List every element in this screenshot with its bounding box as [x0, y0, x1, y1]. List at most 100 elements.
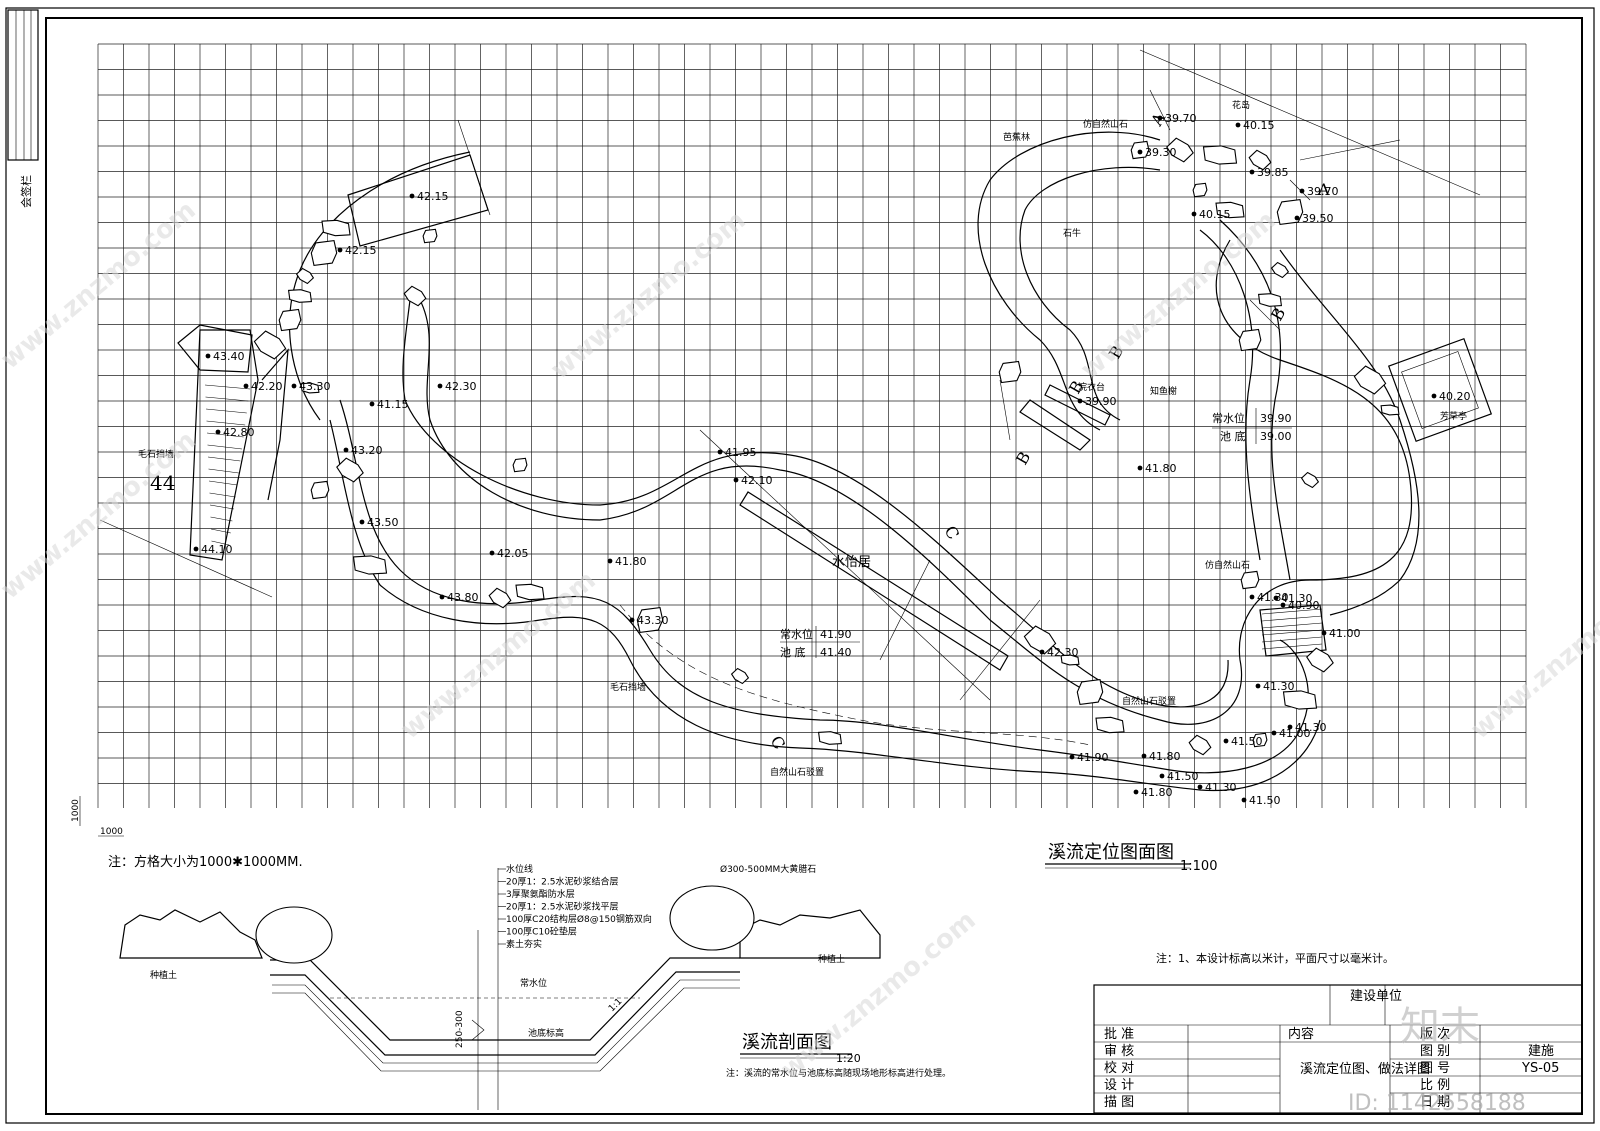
elevation-marker: 41.50 [1223, 735, 1263, 748]
svg-text:常水位: 常水位 [1212, 411, 1245, 425]
elevation-point [1137, 149, 1143, 155]
elevation-value: 39.70 [1307, 185, 1339, 198]
elevation-marker: 41.80 [1141, 750, 1181, 763]
rock [1166, 137, 1194, 163]
elevation-point [337, 247, 343, 253]
elevation-point [717, 449, 723, 455]
rock [1060, 654, 1080, 666]
elevation-marker: 43.30 [291, 380, 331, 393]
elevation-marker: 42.05 [489, 547, 529, 560]
elevation-marker: 42.30 [1039, 646, 1079, 659]
elevation-marker: 41.30 [1273, 592, 1313, 605]
elevation-point [1431, 393, 1437, 399]
boulder-right [669, 885, 755, 951]
title-block-row-label: 设 计 [1104, 1078, 1134, 1093]
elevation-point [1137, 465, 1143, 471]
rock [488, 587, 512, 609]
label-flower-island: 花岛 [1232, 99, 1250, 111]
elevation-value: 43.30 [637, 614, 669, 627]
elevation-value: 39.50 [1302, 212, 1334, 225]
bridge-slat [1261, 608, 1323, 615]
elevation-value: 42.05 [497, 547, 529, 560]
elevation-point [1197, 784, 1203, 790]
title-block-row-label: 审 核 [1104, 1044, 1134, 1059]
section-note: 注：溪流的常水位与池底标高随现场地形标高进行处理。 [726, 1067, 951, 1079]
elevation-marker: 41.90 [1069, 751, 1109, 764]
bridge-slat [1261, 636, 1323, 643]
countersign-box [7, 9, 39, 161]
depth-dim: 250-300 [455, 1010, 465, 1048]
elevation-marker: 41.95 [717, 446, 757, 459]
elevation-point [205, 353, 211, 359]
elevation-marker: 41.15 [369, 398, 409, 411]
elevation-point [1299, 188, 1305, 194]
stair-tread [209, 504, 235, 510]
elevation-point [1255, 683, 1261, 689]
elevation-marker: 40.15 [1191, 208, 1231, 221]
rock [1252, 732, 1268, 748]
rock [1240, 570, 1260, 590]
elevation-marker: 43.80 [439, 591, 479, 604]
elevation-marker: 39.70 [1299, 185, 1339, 198]
elevation-value: 39.85 [1257, 166, 1289, 179]
elevation-point [1133, 789, 1139, 795]
stair-tread [206, 432, 244, 438]
elevation-point [1157, 115, 1163, 121]
svg-text:39.00: 39.00 [1260, 430, 1292, 443]
elevation-point [1294, 215, 1300, 221]
svg-text:www.znzmo.com: www.znzmo.com [545, 205, 751, 385]
elevation-marker: 44.10 [193, 543, 233, 556]
elevation-value: 40.15 [1243, 119, 1275, 132]
stair-number: 44 [150, 471, 175, 495]
elevation-value: 41.80 [1141, 786, 1173, 799]
elevation-point [439, 594, 445, 600]
elevation-value: 41.30 [1281, 592, 1313, 605]
elevation-value: 41.50 [1249, 794, 1281, 807]
elevation-value: 41.30 [1295, 721, 1327, 734]
rock [1238, 328, 1262, 352]
elevation-marker: 41.80 [607, 555, 647, 568]
elevation-marker: 42.30 [437, 380, 477, 393]
elevation-marker: 41.30 [1287, 721, 1327, 734]
section-title: 溪流剖面图 [742, 1032, 832, 1053]
svg-text:B: B [1012, 448, 1034, 468]
elevation-point [1271, 730, 1277, 736]
bridge-slat [1261, 622, 1323, 629]
rock [403, 285, 427, 307]
elevation-value: 41.00 [1329, 627, 1361, 640]
elevation-value: 42.30 [445, 380, 477, 393]
water-level-table-1: 常水位 41.90 池 底 41.40 [780, 626, 860, 659]
rock [310, 239, 338, 267]
rock [300, 382, 320, 394]
slope-label: 1:1 [607, 997, 624, 1014]
plan-scale: 1:100 [1180, 859, 1217, 874]
svg-text:www.znzmo.com: www.znzmo.com [1075, 205, 1281, 385]
drawing-no: YS-05 [1521, 1061, 1559, 1076]
section-layer-label: 20厚1：2.5水泥砂浆找平层 [506, 901, 619, 913]
elevation-point [1141, 753, 1147, 759]
elevation-point [437, 383, 443, 389]
rock [1300, 471, 1320, 489]
elevation-value: 40.15 [1199, 208, 1231, 221]
grid-note: 注：方格大小为1000✱1000MM. [108, 854, 303, 870]
elevation-marker: 41.30 [1197, 781, 1237, 794]
svg-text:A: A [1317, 180, 1330, 199]
rock [1202, 145, 1238, 165]
stair-tread [210, 528, 231, 534]
elevation-point [1159, 773, 1165, 779]
stair-tread [208, 480, 238, 486]
rock [321, 219, 351, 237]
elevation-marker: 42.10 [733, 474, 773, 487]
elevation-value: 39.90 [1085, 395, 1117, 408]
elevation-point [1287, 724, 1293, 730]
rock [1270, 261, 1290, 279]
section-layer-label: 20厚1：2.5水泥砂浆结合层 [506, 876, 619, 888]
stair-tread [205, 396, 249, 402]
rock [422, 228, 438, 244]
section-layer-label: 水位线 [506, 863, 533, 875]
elevation-marker: 40.20 [1431, 390, 1471, 403]
rock [1023, 625, 1057, 655]
countersign-label: 会签栏 [19, 175, 33, 208]
rock [310, 480, 330, 500]
